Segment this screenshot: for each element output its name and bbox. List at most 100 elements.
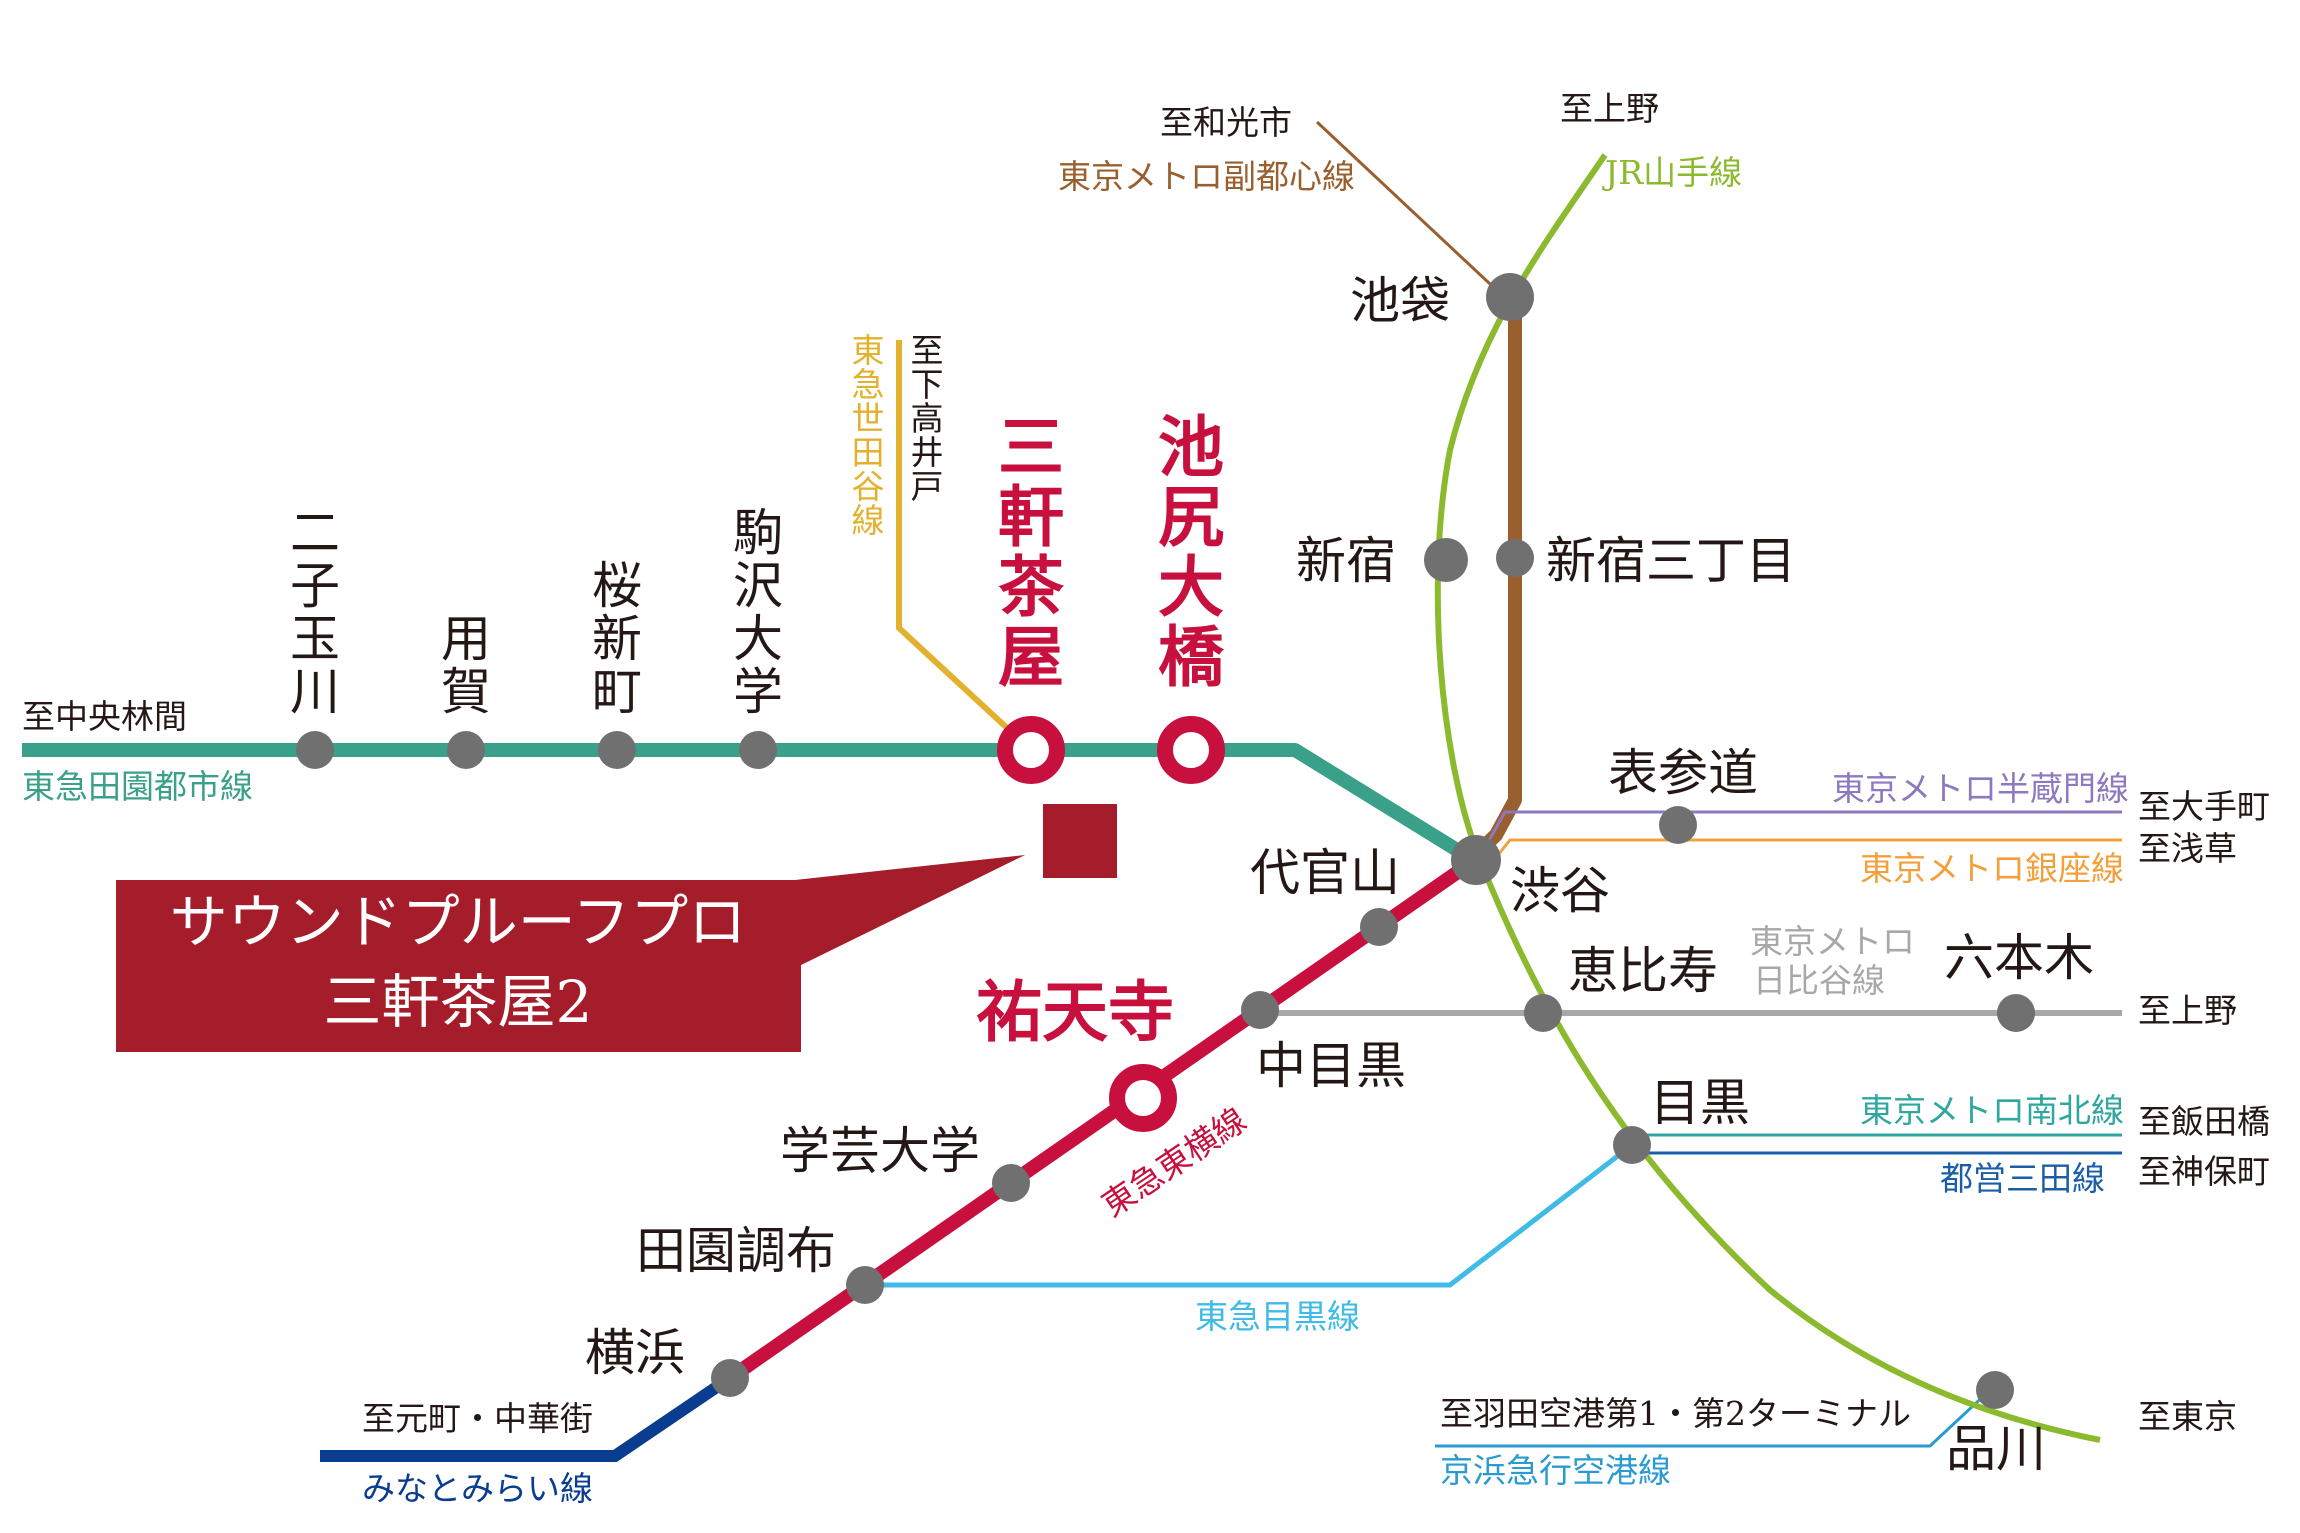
station-komazawadaigaku[interactable] [739, 731, 777, 769]
dest-ueno-top: 至上野 [1560, 89, 1659, 128]
sangenjaya-label-4: 屋 [998, 618, 1064, 696]
station-yoga[interactable] [447, 731, 485, 769]
line-meguro: 東急目黒線 [1195, 1297, 1360, 1336]
futakotamagawa-label-1: 二 [290, 504, 340, 562]
property-callout-pointer [795, 855, 1025, 968]
shinjuku3-label: 新宿三丁目 [1546, 532, 1796, 590]
ebisu-label: 恵比寿 [1568, 942, 1718, 1000]
line-namboku: 東京メトロ南北線 [1860, 1091, 2124, 1130]
denentoshi-line [22, 743, 1474, 864]
station-daikanyama[interactable] [1360, 908, 1398, 946]
hanzomon-line [1476, 810, 2122, 861]
station-ikebukuro[interactable] [1486, 273, 1534, 321]
station-gakugeidaigaku[interactable] [992, 1164, 1030, 1202]
shinjuku-label: 新宿 [1296, 532, 1396, 590]
dest-shimotakaido-4: 井 [911, 433, 944, 472]
ikejiri-label-4: 橋 [1158, 618, 1225, 696]
station-omotesando[interactable] [1659, 806, 1697, 844]
yoga-label-1: 用 [441, 610, 491, 668]
ikejiri-label-1: 池 [1158, 408, 1224, 486]
station-shibuya[interactable] [1451, 835, 1501, 885]
line-setagaya-3: 世 [852, 399, 885, 438]
dest-haneda: 至羽田空港第1・第2ターミナル [1440, 1394, 1911, 1433]
line-yamanote: JR山手線 [1602, 153, 1742, 192]
dest-shimotakaido-3: 高 [911, 399, 944, 438]
daikanyama-label: 代官山 [1250, 844, 1400, 902]
station-sangenjaya[interactable] [997, 716, 1065, 784]
station-ebisu[interactable] [1524, 994, 1562, 1032]
station-futakotamagawa[interactable] [296, 731, 334, 769]
station-sakurashinmachi[interactable] [598, 731, 636, 769]
meguro-label: 目黒 [1650, 1074, 1750, 1132]
property-callout-box [116, 880, 801, 1052]
dest-ueno-right: 至上野 [2138, 991, 2237, 1030]
komazawa-label-2: 沢 [733, 557, 783, 615]
station-roppongi[interactable] [1997, 994, 2035, 1032]
line-setagaya-5: 谷 [852, 467, 885, 506]
futakotamagawa-label-3: 玉 [290, 610, 340, 668]
setagaya-line [896, 340, 1023, 743]
line-setagaya-1: 東 [852, 331, 885, 370]
station-shinjuku3[interactable] [1496, 539, 1534, 577]
line-keikyu: 京浜急行空港線 [1440, 1451, 1671, 1490]
komazawa-label-4: 学 [733, 663, 783, 721]
dest-shimotakaido-1: 至 [911, 331, 944, 370]
station-yutenji[interactable] [1109, 1064, 1177, 1132]
gakugei-label: 学芸大学 [780, 1122, 980, 1180]
dest-jimbocho: 至神保町 [2138, 1152, 2270, 1191]
denenchofu-label: 田園調布 [636, 1222, 836, 1280]
ikejiri-label-2: 尻 [1158, 478, 1224, 556]
yoga-label-2: 賀 [441, 663, 491, 721]
komazawa-label-3: 大 [733, 610, 783, 668]
meguro-line [865, 1143, 1634, 1288]
omotesando-label: 表参道 [1608, 744, 1758, 802]
sangenjaya-label-3: 茶 [998, 548, 1065, 626]
sakurashinmachi-label-3: 町 [592, 663, 642, 721]
ginza-line [1488, 838, 2122, 866]
futakotamagawa-label-2: 子 [290, 557, 340, 615]
shinagawa-label: 品川 [1946, 1420, 2046, 1478]
station-nakameguro[interactable] [1241, 991, 1279, 1029]
minatomirai-line [320, 1373, 734, 1462]
fukutoshin-line [1470, 298, 1522, 861]
sangenjaya-label-2: 軒 [998, 478, 1064, 556]
ikebukuro-label: 池袋 [1350, 272, 1450, 330]
line-hibiya-1: 東京メトロ [1750, 922, 1915, 961]
line-hibiya-2: 日比谷線 [1753, 961, 1885, 1000]
station-denenchofu[interactable] [846, 1266, 884, 1304]
sangenjaya-label-1: 三 [998, 408, 1064, 486]
property-marker[interactable] [1043, 804, 1117, 878]
roppongi-label: 六本木 [1944, 929, 2094, 987]
line-mita: 都営三田線 [1940, 1159, 2105, 1198]
sakurashinmachi-label-1: 桜 [592, 557, 642, 615]
dest-wako: 至和光市 [1160, 103, 1292, 142]
yutenji-label: 祐天寺 [976, 973, 1174, 1051]
keikyu-line [1435, 1388, 1992, 1448]
property-name-line1: サウンドプルーフプロ [170, 888, 747, 956]
station-shinagawa[interactable] [1976, 1371, 2014, 1409]
station-shinjuku[interactable] [1424, 538, 1468, 582]
dest-otemachi: 至大手町 [2138, 787, 2270, 826]
dest-shimotakaido-5: 戸 [911, 467, 944, 506]
line-setagaya-6: 線 [852, 501, 885, 540]
line-minatomirai: みなとみらい線 [362, 1469, 593, 1508]
station-yokohama[interactable] [711, 1359, 749, 1397]
line-ginza: 東京メトロ銀座線 [1860, 849, 2124, 888]
station-ikejiriohashi[interactable] [1157, 716, 1225, 784]
dest-iidabashi: 至飯田橋 [2138, 1102, 2270, 1141]
station-meguro[interactable] [1613, 1126, 1651, 1164]
shibuya-label: 渋谷 [1510, 862, 1610, 920]
komazawa-label-1: 駒 [733, 504, 783, 562]
futakotamagawa-label-4: 川 [290, 663, 340, 721]
property-name-line2: 三軒茶屋2 [324, 968, 593, 1036]
line-fukutoshin: 東京メトロ副都心線 [1058, 157, 1355, 196]
dest-tokyo: 至東京 [2138, 1397, 2237, 1436]
line-hanzomon: 東京メトロ半蔵門線 [1832, 769, 2129, 808]
line-setagaya-2: 急 [852, 365, 885, 404]
dest-chuorinkan: 至中央林間 [22, 697, 187, 736]
ikejiri-label-3: 大 [1158, 548, 1224, 626]
dest-asakusa: 至浅草 [2138, 829, 2237, 868]
sakurashinmachi-label-2: 新 [592, 610, 642, 668]
nakameguro-label: 中目黒 [1256, 1037, 1406, 1095]
